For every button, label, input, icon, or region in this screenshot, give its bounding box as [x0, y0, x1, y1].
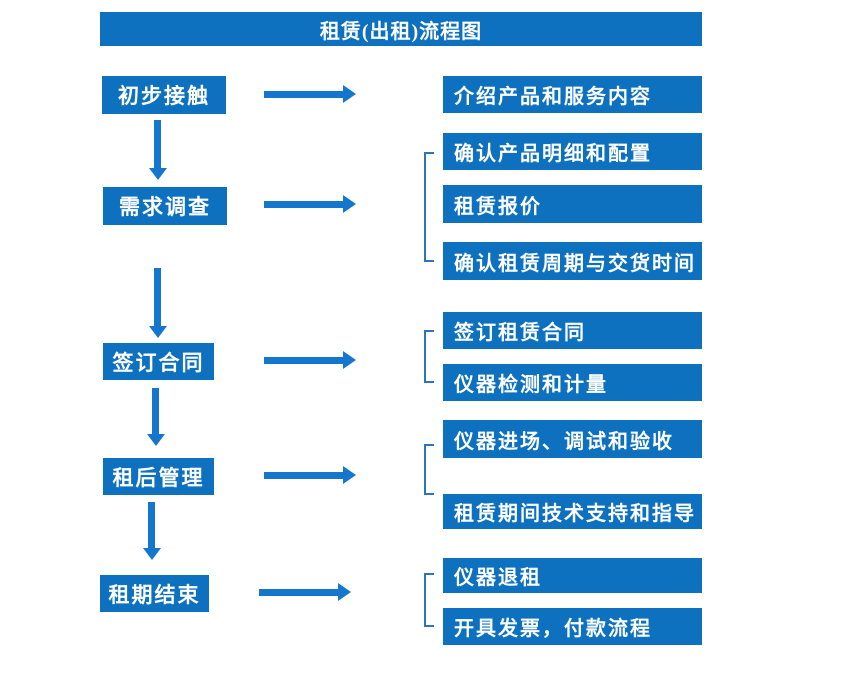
arrow-head — [149, 326, 167, 338]
down-arrow-icon — [149, 268, 167, 338]
arrow-shaft — [152, 388, 159, 434]
task-box-sign-rental-contract: 签订租赁合同 — [443, 312, 702, 349]
arrow-head — [147, 434, 165, 446]
arrow-head — [343, 195, 356, 213]
step-box-sign-contract: 签订合同 — [103, 343, 214, 380]
right-arrow-icon — [264, 195, 356, 214]
right-arrow-icon — [264, 85, 356, 104]
arrow-head — [143, 548, 161, 560]
arrow-head — [343, 85, 356, 103]
task-box-technical-support: 租赁期间技术支持和指导 — [443, 494, 702, 529]
arrow-head — [343, 466, 356, 484]
step-box-lease-end: 租期结束 — [100, 575, 209, 612]
task-box-introduce-products: 介绍产品和服务内容 — [443, 76, 702, 113]
arrow-shaft — [264, 91, 343, 98]
arrow-head — [149, 168, 167, 180]
step-box-demand-survey: 需求调查 — [103, 187, 227, 225]
task-box-invoice-payment: 开具发票，付款流程 — [443, 608, 702, 645]
task-box-confirm-product-details: 确认产品明细和配置 — [443, 133, 702, 170]
chart-title: 租赁(出租)流程图 — [319, 20, 483, 43]
down-arrow-icon — [149, 120, 167, 180]
right-arrow-icon — [264, 466, 356, 485]
right-arrow-icon — [259, 583, 351, 602]
task-box-instrument-return: 仪器退租 — [443, 558, 702, 593]
right-arrow-icon — [264, 351, 356, 370]
chart-title-bar: 租赁(出租)流程图 — [100, 12, 702, 46]
task-box-instrument-testing: 仪器检测和计量 — [443, 364, 702, 401]
group-bracket-icon — [424, 330, 434, 383]
arrow-head — [343, 351, 356, 369]
arrow-head — [338, 583, 351, 601]
group-bracket-icon — [424, 573, 434, 627]
arrow-shaft — [264, 201, 343, 208]
group-bracket-icon — [424, 152, 434, 262]
arrow-shaft — [264, 472, 343, 479]
arrow-shaft — [154, 120, 161, 168]
arrow-shaft — [264, 357, 343, 364]
arrow-shaft — [259, 589, 338, 596]
step-box-post-rental-management: 租后管理 — [103, 458, 214, 495]
step-box-initial-contact: 初步接触 — [102, 76, 226, 114]
down-arrow-icon — [143, 502, 161, 560]
arrow-shaft — [154, 268, 161, 326]
task-box-confirm-period-delivery: 确认租赁周期与交货时间 — [443, 242, 702, 280]
arrow-shaft — [148, 502, 155, 548]
down-arrow-icon — [147, 388, 165, 446]
task-box-instrument-setup-acceptance: 仪器进场、调试和验收 — [443, 420, 702, 458]
group-bracket-icon — [424, 444, 434, 495]
task-box-rental-quotation: 租赁报价 — [443, 185, 702, 223]
